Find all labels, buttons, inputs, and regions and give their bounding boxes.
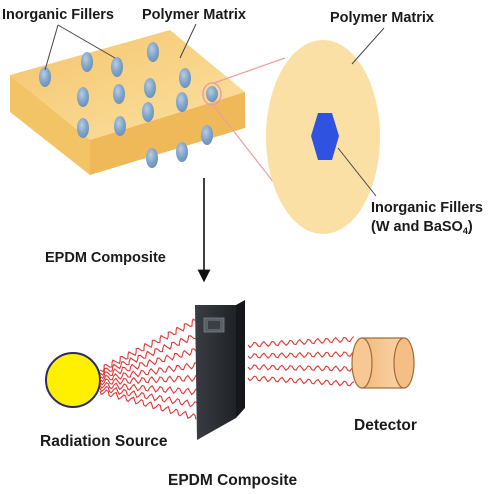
composition-prefix: (W and BaSO (371, 219, 463, 235)
radiation-wave (99, 362, 197, 383)
radiation-wave (99, 318, 200, 373)
label-epdm-composite-bottom: EPDM Composite (168, 472, 298, 489)
filler-particle (201, 125, 213, 145)
radiation-wave (99, 385, 198, 408)
radiation-waves-transmitted (247, 336, 355, 387)
leader-polymer-matrix-top (179, 23, 197, 59)
slab-top-face (10, 30, 245, 140)
leader-inorganic-fillers-1 (44, 24, 59, 71)
radiation-wave (247, 375, 355, 387)
label-inorganic-fillers-composition: (W and BaSO4) (371, 219, 473, 236)
radiation-wave (99, 348, 198, 380)
label-polymer-matrix-top: Polymer Matrix (142, 7, 246, 23)
radiation-wave (247, 336, 355, 349)
filler-particle (179, 68, 191, 88)
composition-suffix: ) (468, 219, 473, 235)
detector-face (351, 337, 373, 389)
filler-particle (77, 118, 89, 138)
filler-particle (77, 87, 89, 107)
leader-polymer-matrix-zoom (351, 27, 385, 65)
filler-particle (39, 67, 51, 87)
radiation-waves-incident (99, 318, 200, 420)
filler-particle (176, 142, 188, 162)
zoom-source-particle (202, 82, 222, 106)
filler-particle (142, 102, 154, 122)
label-inorganic-fillers-zoom: Inorganic Fillers (371, 200, 483, 216)
slab-front-face (10, 75, 90, 175)
epdm-composite-panel (195, 300, 245, 440)
panel-window-inner (208, 321, 220, 329)
detector-back (393, 337, 415, 389)
radiation-wave (99, 334, 198, 376)
radiation-wave (247, 364, 355, 372)
filler-particles (39, 42, 213, 168)
filler-particle (81, 52, 93, 72)
label-epdm-composite-top: EPDM Composite (45, 250, 166, 266)
leader-inorganic-fillers-2 (57, 24, 116, 59)
zoom-line-top (213, 57, 286, 84)
detector (351, 337, 415, 389)
filler-particle (114, 116, 126, 136)
composition-subscript: 4 (463, 226, 468, 236)
radiation-wave (247, 351, 355, 360)
radiation-wave (99, 389, 197, 420)
radiation-source (45, 352, 101, 408)
label-radiation-source: Radiation Source (40, 433, 168, 450)
label-detector: Detector (354, 417, 417, 434)
label-inorganic-fillers-top: Inorganic Fillers (2, 7, 114, 23)
radiation-wave (99, 382, 199, 396)
filler-particle (147, 42, 159, 62)
label-polymer-matrix-zoom: Polymer Matrix (330, 10, 434, 26)
filler-particle (176, 92, 188, 112)
filler-particle (146, 148, 158, 168)
zoom-line-bottom (213, 105, 279, 189)
composite-slab (10, 30, 245, 175)
zoom-source-particle-inner (206, 86, 218, 102)
panel-side (236, 300, 245, 418)
panel-front (195, 305, 236, 440)
filler-hexagon (311, 113, 339, 160)
slab-side-face (90, 92, 245, 175)
filler-particle (111, 57, 123, 77)
filler-particle (144, 78, 156, 98)
leader-hexagon (337, 147, 377, 197)
filler-particle (113, 84, 125, 104)
radiation-wave (99, 374, 198, 386)
